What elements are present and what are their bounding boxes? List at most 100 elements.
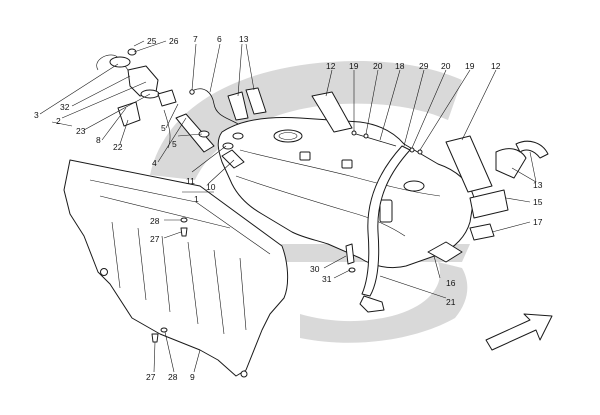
- callout-18: 18: [395, 61, 405, 71]
- callout-8: 8: [96, 135, 101, 145]
- leader-6: [209, 43, 221, 93]
- leader-12b: [461, 69, 497, 141]
- callout-28-lower: 28: [168, 372, 178, 382]
- washer-20b: [409, 147, 415, 153]
- fastener-group-shield: [151, 217, 356, 343]
- leader-25: [133, 40, 145, 47]
- hose-clamp-11: [222, 142, 234, 150]
- shield-rib-7: [239, 257, 247, 331]
- washer-28b: [160, 327, 168, 333]
- fuel-tank-clip-a: [299, 151, 311, 161]
- washer-19b: [417, 149, 423, 155]
- leader-20a: [365, 69, 379, 135]
- pad-15: [469, 189, 509, 219]
- callout-22: 22: [113, 142, 123, 152]
- insulation-pads: [227, 87, 549, 263]
- pad-13-left-a: [227, 91, 249, 121]
- leader-5a: [165, 103, 179, 129]
- callout-13-right: 13: [533, 180, 543, 190]
- callout-27-upper: 27: [150, 234, 160, 244]
- leader-27b: [153, 341, 156, 373]
- leader-7: [191, 43, 197, 91]
- callout-9: 9: [190, 372, 195, 382]
- callout-12-left: 12: [326, 61, 336, 71]
- leader-27a: [163, 231, 182, 239]
- callout-19-left: 19: [349, 61, 359, 71]
- callout-28-upper: 28: [150, 216, 160, 226]
- leader-13b: [511, 151, 537, 183]
- watermark-swoosh-bottom: [300, 262, 468, 343]
- leader-lines: [39, 40, 537, 373]
- fuel-tank: [217, 117, 475, 269]
- tank-strap: [359, 145, 411, 313]
- fuel-pump-assembly: [96, 48, 177, 149]
- callout-6: 6: [217, 34, 222, 44]
- pad-13-right-a: [495, 148, 527, 179]
- callout-7: 7: [193, 34, 198, 44]
- leader-3: [39, 63, 119, 115]
- leader-18: [379, 69, 401, 141]
- pad-16: [427, 241, 463, 263]
- callout-1: 1: [194, 194, 199, 204]
- leader-4: [157, 117, 187, 163]
- hose-clamp-5b: [232, 132, 244, 140]
- callout-16: 16: [446, 278, 456, 288]
- pump-bracket-22: [117, 101, 141, 127]
- callout-20-right: 20: [441, 61, 451, 71]
- leader-21: [379, 275, 447, 299]
- breather-line-6: [193, 88, 239, 125]
- fuel-tank-filler-inner: [278, 132, 298, 140]
- callout-19-right: 19: [465, 61, 475, 71]
- underbody-shield: [63, 159, 289, 378]
- leader-5b: [177, 133, 203, 137]
- leader-28b: [164, 331, 175, 373]
- callout-12-right: 12: [491, 61, 501, 71]
- nut-31: [348, 267, 356, 273]
- bolt-18: [355, 133, 397, 147]
- tank-strap-anchor: [359, 295, 385, 313]
- callout-10: 10: [206, 182, 216, 192]
- callout-25: 25: [147, 36, 157, 46]
- leader-2: [61, 81, 147, 119]
- leader-26: [133, 40, 167, 53]
- leader-11: [191, 145, 227, 173]
- fuel-tank-bracket: [379, 199, 393, 223]
- callout-13-left: 13: [239, 34, 249, 44]
- washer-20a: [363, 133, 369, 139]
- direction-arrow: [485, 313, 553, 351]
- leader-23: [83, 93, 151, 131]
- leader-20b: [411, 69, 447, 149]
- shield-rib-1: [99, 195, 231, 229]
- callout-26: 26: [169, 36, 179, 46]
- shield-mount-hole-1: [100, 268, 108, 276]
- clip-7: [189, 89, 195, 95]
- callout-30: 30: [310, 264, 320, 274]
- callout-31: 31: [322, 274, 332, 284]
- callout-17: 17: [533, 217, 543, 227]
- callout-4: 4: [152, 158, 157, 168]
- shield-rib-2: [111, 221, 121, 289]
- callout-29: 29: [419, 61, 429, 71]
- callout-32: 32: [60, 102, 70, 112]
- shield-panel: [63, 159, 289, 377]
- leader-9: [193, 349, 201, 373]
- fuel-tank-filler-neck: [273, 129, 303, 143]
- leader-19b: [419, 69, 471, 151]
- leader-31: [333, 269, 351, 279]
- fuel-tank-ridge-2: [235, 175, 406, 237]
- watermark-swoosh-top: [150, 60, 462, 181]
- pump-flange: [109, 56, 131, 68]
- shield-rib-3: [137, 227, 147, 301]
- callout-20-left: 20: [373, 61, 383, 71]
- pad-17: [469, 223, 495, 241]
- callout-2: 2: [56, 116, 61, 126]
- tank-strap-band: [361, 145, 411, 297]
- callout-5-upper: 5: [161, 123, 166, 133]
- filler-pipe: [175, 113, 215, 153]
- fastener-group-top: [351, 130, 423, 155]
- screw-27b: [151, 333, 159, 343]
- leader-16: [433, 255, 441, 279]
- callout-labels: 25 26 7 6 13 3 32 2 23 8 22 4 5 5 11 10 …: [34, 34, 543, 382]
- bolt-30: [345, 243, 355, 265]
